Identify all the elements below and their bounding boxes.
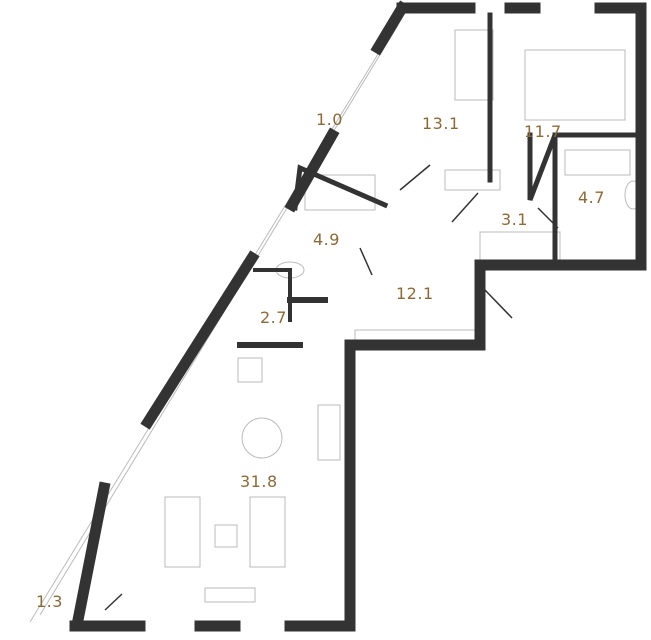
door-swings — [104, 164, 559, 611]
room-area-wc: 2.7 — [260, 308, 287, 327]
wardrobe — [444, 169, 501, 191]
room-area-hallway: 12.1 — [396, 284, 434, 303]
coffee-table — [214, 524, 238, 548]
room-area-living: 31.8 — [240, 472, 278, 491]
room-area-balcony-bottom: 1.3 — [36, 592, 63, 611]
room-area-bedroom: 11.7 — [524, 122, 562, 141]
storage-shelf — [479, 231, 561, 261]
sofa-right — [249, 496, 286, 568]
dining-table — [241, 417, 283, 459]
walls — [69, 0, 647, 632]
room-area-balcony-top: 1.0 — [316, 110, 343, 129]
room-area-closet: 3.1 — [501, 210, 528, 229]
stove — [237, 357, 263, 383]
fridge-cabinet — [317, 404, 341, 461]
desk — [454, 29, 494, 101]
room-area-bathroom: 4.9 — [313, 230, 340, 249]
bathtub-2 — [304, 174, 376, 211]
bathtub — [564, 149, 631, 176]
double-bed — [524, 49, 626, 121]
room-area-study: 13.1 — [422, 114, 460, 133]
sofa-left — [164, 496, 201, 568]
thin-outlines — [29, 9, 642, 623]
room-area-ensuite: 4.7 — [578, 188, 605, 207]
tv-stand — [204, 587, 256, 603]
